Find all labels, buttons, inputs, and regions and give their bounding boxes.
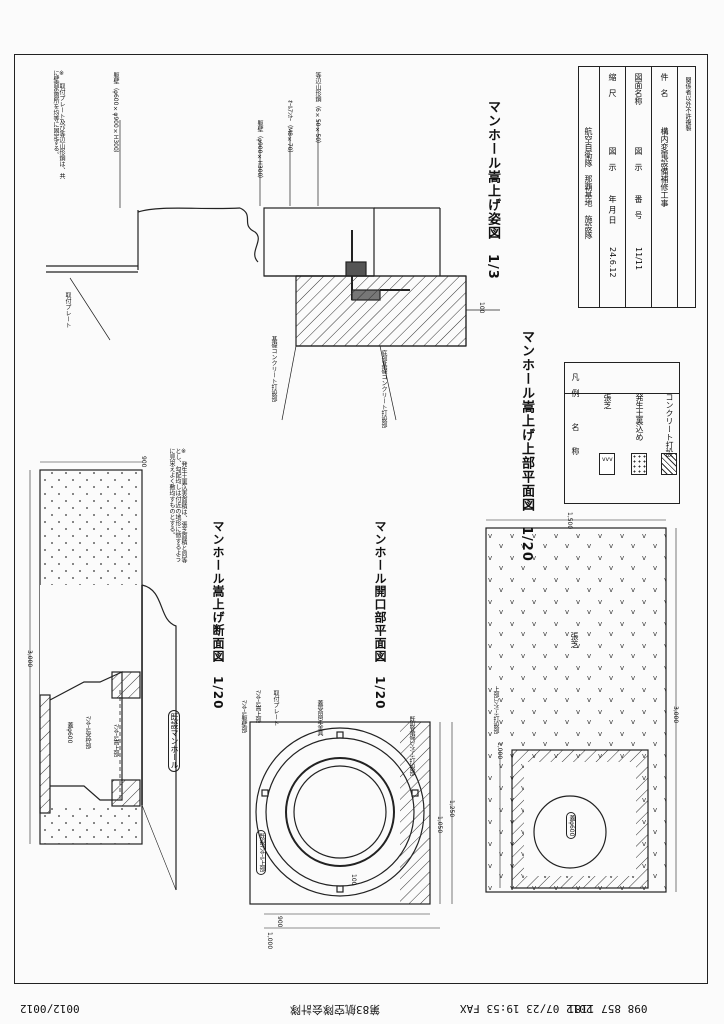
scale-label: 縮 尺 [608,73,617,97]
side-view [46,120,500,421]
side-dim-100: 100 [478,302,485,314]
title-block-org-col: 航空自衛隊 那覇基地 施設隊 [579,67,599,307]
top-label-grass: 張芝 [570,632,579,648]
opening-label-existing-top: 既設ﾏﾝﾎｰﾙ上部 [256,830,266,876]
section-note: ※ 発生土裏込表面積は、張芝面積と同等とし、勾配均しは付近の地形に倣するように見… [168,448,187,563]
section-label-raise: ﾏﾝﾎｰﾙ嵩上部 [112,724,119,758]
section-label-frame: ﾏﾝﾎｰﾙ受枠部 [84,716,91,750]
title-block: 航空自衛隊 那覇基地 施設隊 縮 尺 図 示 年 月 日 24.6.12 図面名… [578,66,696,308]
opening-label-plate: 取付プレート [272,690,279,726]
section-view [29,461,177,891]
legend-item-grass: 張芝 [603,393,612,409]
organization: 航空自衛隊 那覇基地 施設隊 [584,127,593,239]
side-label-plate: 取付プレート [64,292,71,328]
top-dim-1000: 1,000 [496,742,503,760]
opening-dim-100: 100 [350,874,357,886]
side-label-foundation: 基礎コンクリート打設部 [270,336,277,402]
legend-header: 凡 例 名 称 [565,363,679,455]
title-section-view: マンホール嵩上げ断面図 1/20 [211,520,225,710]
number-value: 11/11 [634,247,643,271]
drawing-name-label: 図面名称 [634,73,643,105]
legend-header-left: 凡 例 [571,373,580,397]
top-dim-3000: 3,000 [672,706,679,724]
legend-header-right: 名 称 [571,423,580,455]
section-dim-3000: 3,000 [26,650,33,668]
opening-label-bracket: 蓋受固定金具 [316,700,323,736]
side-label-anchor: ｵｰﾙｱﾝｶｰ（M8×70） [286,100,293,157]
project-value: 構内変電設備補修工事 [660,127,669,207]
top-dim-1500: 1,500 [566,512,573,530]
opening-label-raise: ﾏﾝﾎｰﾙ嵩上部 [254,690,261,724]
top-label-concrete: 上部ｺﾝｸﾘｰﾄ打設部 [492,686,499,735]
title-side-view: マンホール嵩上げ姿図 1/3 [485,100,500,280]
title-block-row-name: 図面名称 図 示 番 号 11/11 [625,67,651,307]
approval-text: 関係者以外不許複製 [684,77,691,131]
legend-swatch-hatch [661,453,677,475]
title-opening-plan: マンホール開口部平面図 1/20 [373,520,387,710]
opening-dim-1050: 1,050 [436,816,443,834]
side-view-note: ※ 取付プレート及び等辺山形鋼は、共に壁面6箇所を均等に固定する。 [52,70,65,179]
legend-item-soil: 発生土裏込め [635,393,644,441]
fax-page: 0012/0012 [20,1002,80,1015]
side-label-wall-900: 躯壁（φ900×H300） [256,120,263,183]
opening-dim-1250: 1,250 [448,800,455,818]
legend-swatch-grass: vvv [599,453,615,475]
section-label-lid: 蓋φ600 [66,722,73,744]
title-top-plan: マンホール嵩上げ上部平面図 1/20 [519,330,534,562]
top-plan [485,519,677,893]
date-value: 24.6.12 [608,247,617,278]
title-block-approval: 関係者以外不許複製 [677,67,697,307]
section-dim-900: 900 [140,456,147,468]
drawing-border [14,54,708,984]
drawing-name-value: 図 示 [634,147,643,171]
title-block-row-project: 件 名 構内変電設備補修工事 [651,67,677,307]
side-label-wall-600: 躯壁（φ600×φ900×H300） [112,72,119,157]
number-label: 番 号 [634,195,643,219]
opening-plan [249,721,453,929]
date-label: 年 月 日 [608,195,617,225]
opening-label-foundation: 既設基礎ｺﾝｸﾘｰﾄ打設部 [408,716,415,777]
fax-sender: 第83航空隊会計隊 [290,1003,381,1016]
scale-value: 図 示 [608,147,617,171]
opening-dim-1000: 1,000 [266,932,273,950]
section-label-existing: 既設マンホール [168,710,180,772]
side-label-bottom-foundation: 底部基礎コンクリート打設部 [380,350,387,428]
legend: 凡 例 名 称 vvv 張芝 発生土裏込め コンクリート打設 [564,362,680,504]
legend-swatch-dots [631,453,647,475]
top-label-lid: 蓋φ600 [566,812,576,840]
side-label-angle-steel: 等辺山形鋼（6×50×50） [314,72,321,148]
opening-dim-900: 900 [276,916,283,928]
project-label: 件 名 [660,73,669,97]
legend-item-concrete: コンクリート打設 [665,393,674,457]
title-block-row-scale: 縮 尺 図 示 年 月 日 24.6.12 [599,67,625,307]
opening-label-wall: ﾏﾝﾎｰﾙ躯壁部 [240,700,247,734]
fax-number: 098 857 1181 [568,1002,648,1015]
